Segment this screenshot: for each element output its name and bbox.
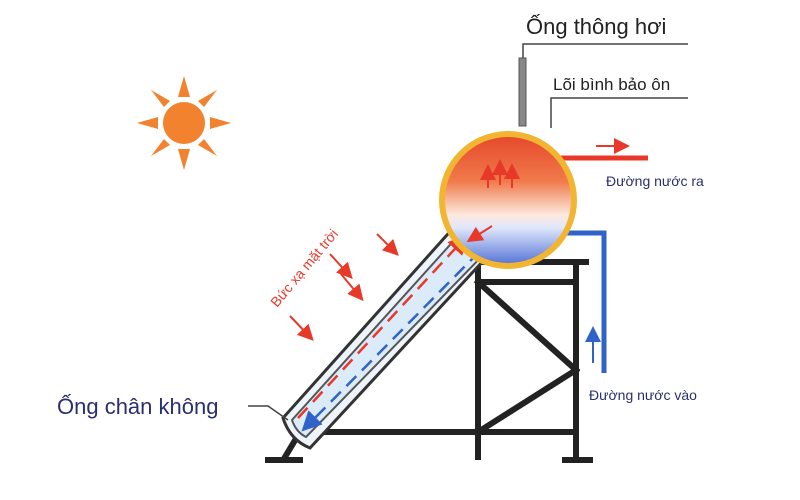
label-solar-radiation: Bức xạ mặt trời: [267, 226, 341, 310]
label-insulated-core: Lõi bình bảo ôn: [553, 75, 670, 94]
label-water-out: Đường nước ra: [606, 173, 704, 189]
label-vacuum-tube: Ống chân không: [57, 393, 218, 419]
vent-pipe: [518, 43, 688, 127]
storage-tank: [439, 131, 577, 269]
sun-icon: [137, 76, 231, 170]
hot-water-pipe: [552, 138, 648, 161]
solar-radiation-arrows: [289, 233, 399, 341]
vacuum-tube-collector: [281, 224, 500, 450]
label-vent-pipe: Ống thông hơi: [526, 13, 666, 39]
callout-lines: [248, 97, 688, 421]
label-water-in: Đường nước vào: [589, 387, 697, 403]
cold-water-pipe: [555, 230, 607, 373]
